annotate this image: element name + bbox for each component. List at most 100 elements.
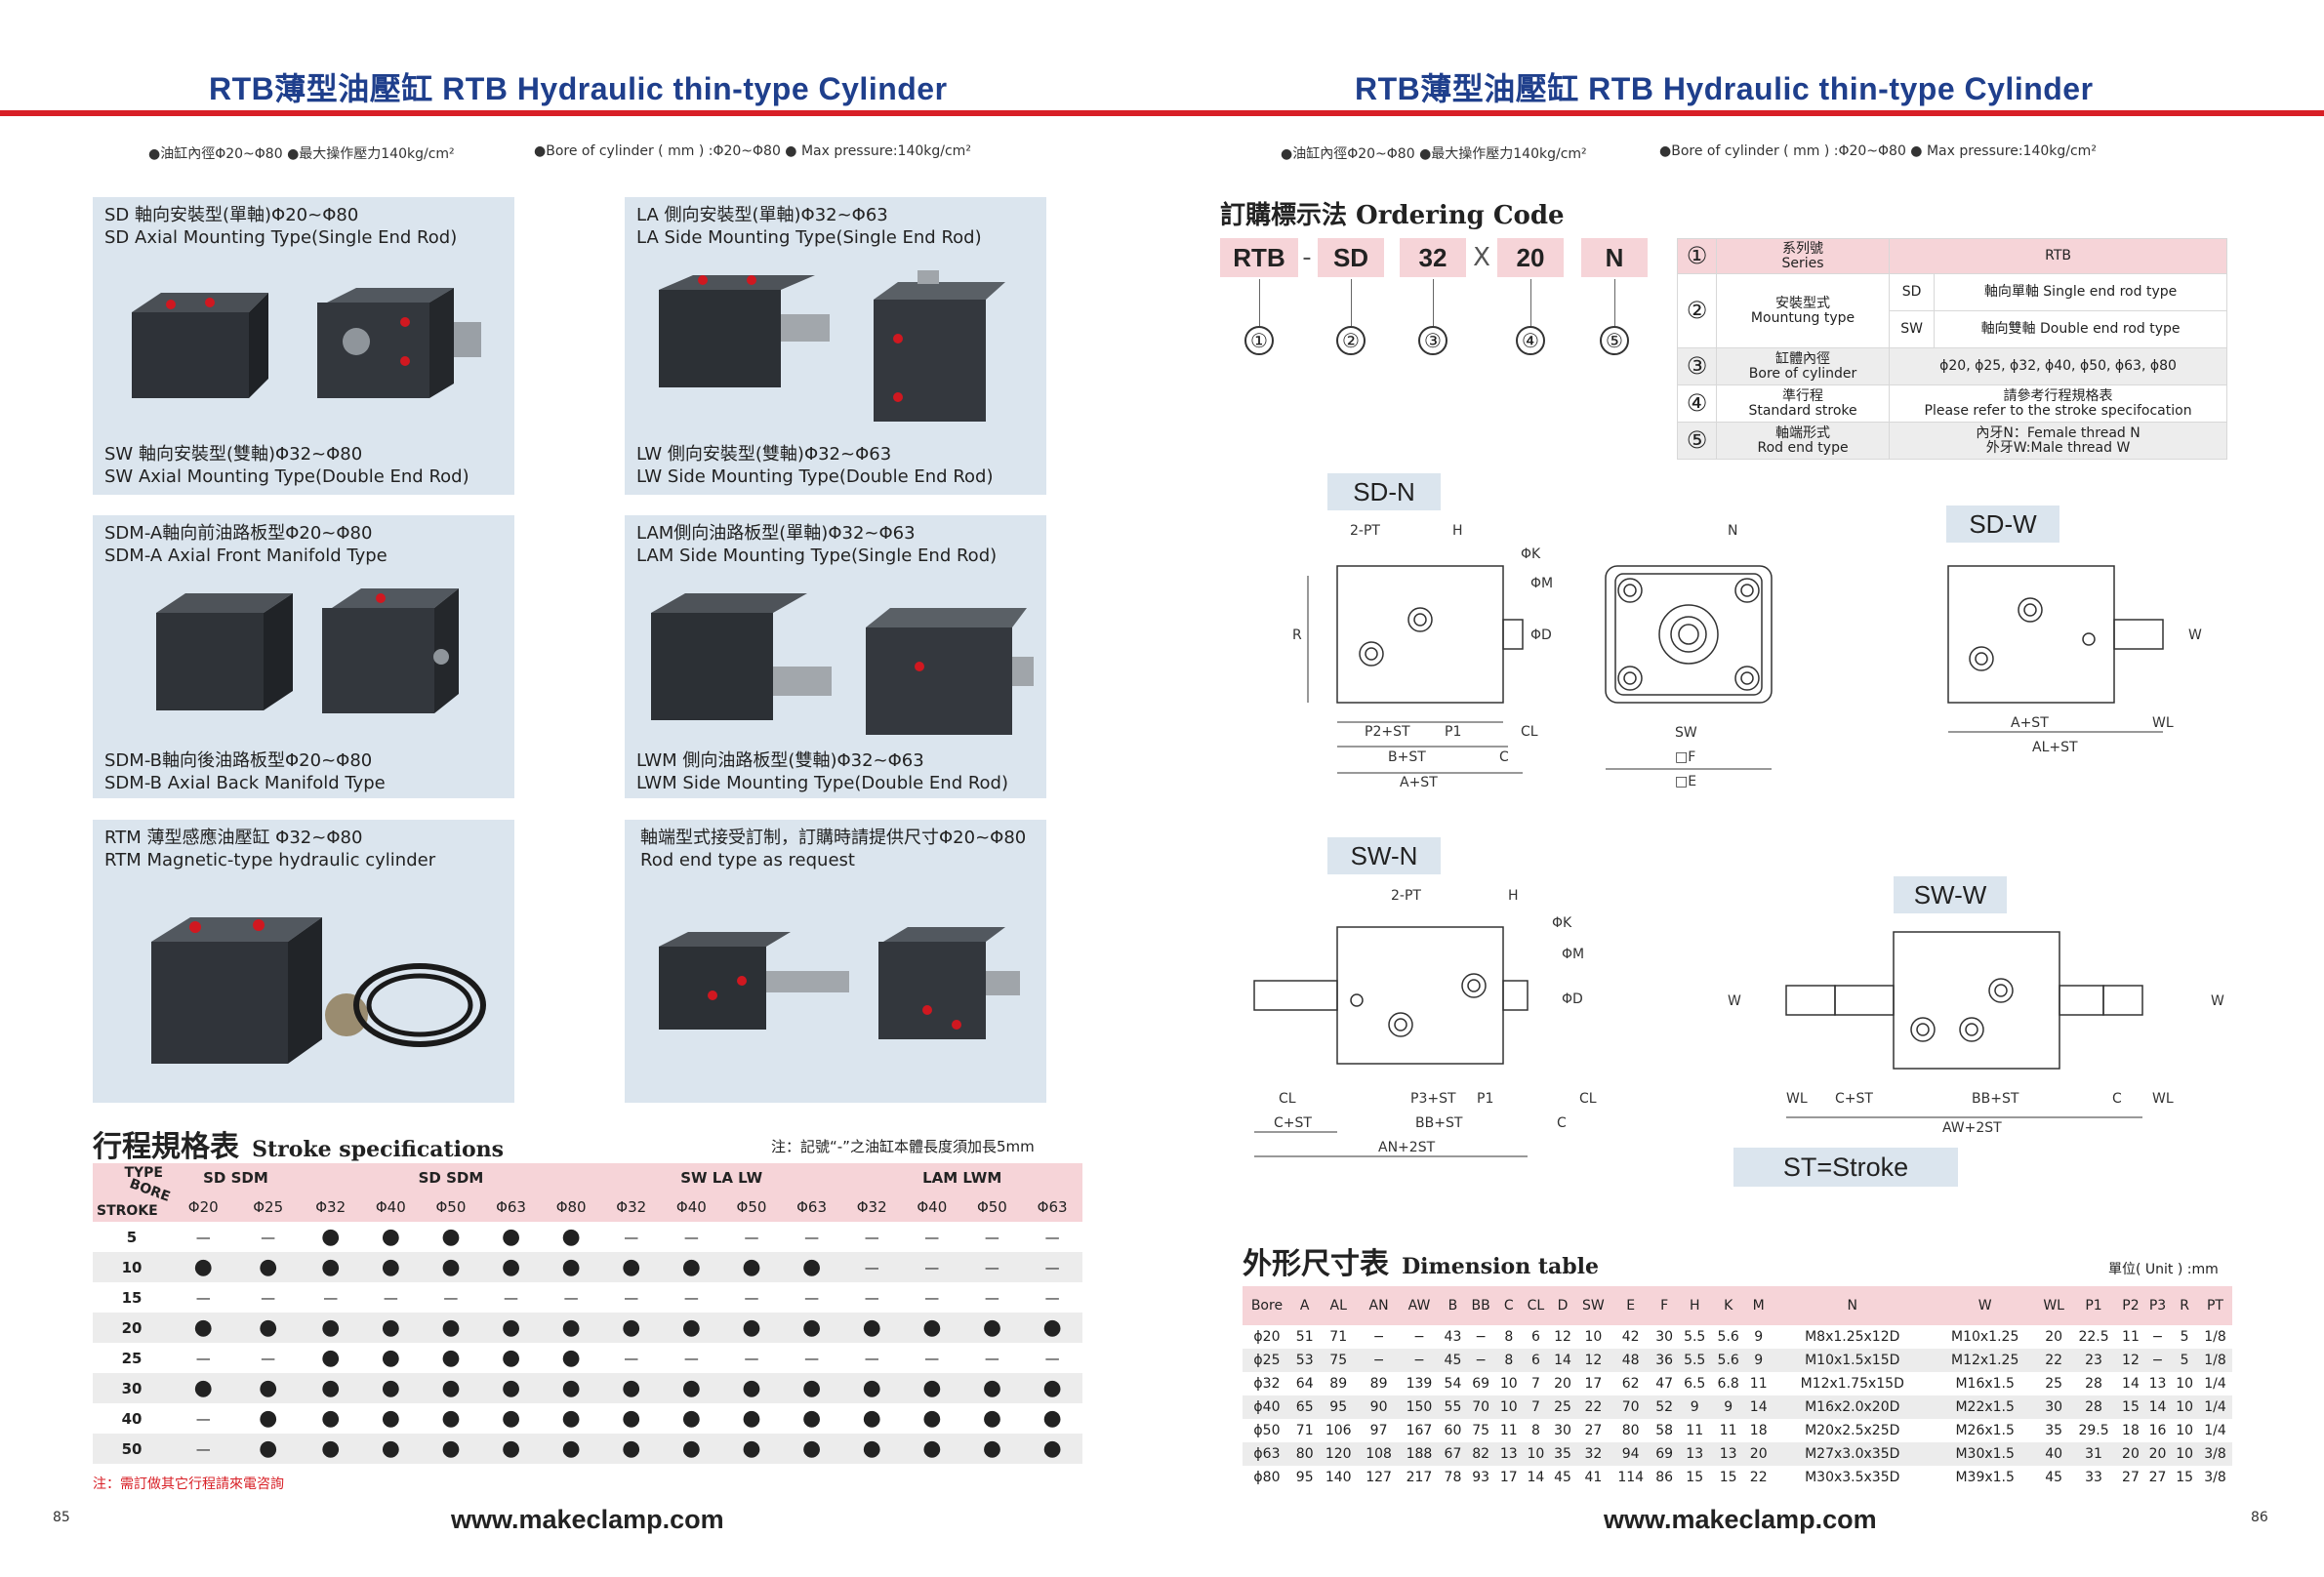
dim-cst: C+ST [1835,1091,1873,1107]
dimension-cell: M8x1.25x12D [1772,1325,1933,1349]
stroke-cell: — [721,1282,782,1313]
stroke-cell: ● [171,1373,236,1403]
dimension-cell: 45 [1549,1466,1576,1489]
table-row: 50—●●●●●●●●●●●●●● [93,1434,1082,1464]
dimension-cell: 6.5 [1677,1372,1712,1395]
stroke-cell: ● [541,1373,601,1403]
stroke-cell: ● [421,1222,481,1252]
dimension-cell: M30x3.5x35D [1772,1466,1933,1489]
bore-header: Φ40 [902,1193,962,1222]
code-bore: 32 [1400,238,1466,277]
panel-bottom-subtitle: SW Axial Mounting Type(Double End Rod) [104,466,469,487]
table-row: 40—●●●●●●●●●●●●●● [93,1403,1082,1434]
row-value: 軸向單軸 Single end rod type [1934,273,2227,311]
dimension-cell: M16x1.5 [1932,1372,2038,1395]
row-en: Bore of cylinder [1748,365,1857,382]
stroke-cell: ● [300,1252,361,1282]
dimension-cell: 27 [2143,1466,2172,1489]
code-stroke: 20 [1497,238,1564,277]
dimension-cell: 67 [1439,1442,1467,1466]
dimension-cell: 55 [1439,1395,1467,1419]
table-row: 10●●●●●●●●●●●———— [93,1252,1082,1282]
dimension-header: M [1744,1286,1773,1325]
dimension-cell: 78 [1439,1466,1467,1489]
stroke-cell: ● [480,1252,542,1282]
dimension-cell: M12x1.75x15D [1772,1372,1933,1395]
row-zh: 軸端形式 [1775,425,1831,441]
stroke-cell: — [171,1403,236,1434]
stroke-cell: — [721,1343,782,1373]
stroke-cell: — [171,1343,236,1373]
dimension-header: C [1495,1286,1523,1325]
stroke-cell: ● [1022,1373,1082,1403]
stroke-cell: ● [721,1403,782,1434]
dimension-cell: 89 [1358,1372,1400,1395]
dimension-cell: 6 [1522,1349,1550,1372]
dimension-cell: M27x3.0x35D [1772,1442,1933,1466]
dimension-cell: 17 [1495,1466,1523,1489]
stroke-cell: — [781,1343,842,1373]
panel-bottom-title: LW 側向安裝型(雙軸)Φ32~Φ63 [636,444,892,465]
dimension-cell: ϕ20 [1243,1325,1291,1349]
stroke-cell: ● [300,1222,361,1252]
dimension-cell: 82 [1466,1442,1496,1466]
stroke-title-zh: 行程規格表 [93,1130,239,1164]
panel-title: LA 側向安裝型(單軸)Φ32~Φ63 [636,205,888,225]
dim-n: N [1728,523,1737,539]
stroke-value: 15 [93,1282,171,1313]
stroke-cell: ● [841,1403,902,1434]
stroke-cell: ● [360,1313,422,1343]
panel-bottom-title: SW 軸向安裝型(雙軸)Φ32~Φ80 [104,444,363,465]
dimension-cell: 11 [2117,1325,2144,1349]
dimension-header: W [1932,1286,2038,1325]
dimension-cell: 33 [2069,1466,2118,1489]
left-page-title: RTB薄型油壓缸 RTB Hydraulic thin-type Cylinde… [209,71,948,106]
stroke-cell: ● [480,1434,542,1464]
stroke-cell: ● [480,1343,542,1373]
dimension-section-title: 外形尺寸表 Dimension table [1243,1239,1599,1282]
product-panel-sdm: SDM-A軸向前油路板型Φ20~Φ80 SDM-A Axial Front Ma… [93,515,514,798]
bore-header: Φ40 [360,1193,422,1222]
dimension-cell: 45 [1439,1349,1467,1372]
dimension-cell: M39x1.5 [1932,1466,2038,1489]
stroke-cell: — [541,1282,601,1313]
dimension-cell: 22 [1575,1395,1610,1419]
stroke-cell: ● [421,1373,481,1403]
code-num-3: ③ [1418,326,1447,355]
sd-cylinder-image [132,288,481,398]
dimension-cell: 9 [1711,1395,1745,1419]
label-sw-w: SW-W [1894,876,2007,913]
dim-p1: P1 [1445,724,1461,740]
product-panel-lam: LAM側向油路板型(單軸)Φ32~Φ63 LAM Side Mounting T… [625,515,1046,798]
dim-ast: A+ST [1400,775,1438,790]
dimension-cell: M20x2.5x25D [1772,1419,1933,1442]
table-row: 25——●●●●●———————— [93,1343,1082,1373]
stroke-cell: ● [721,1313,782,1343]
stroke-cell: ● [300,1313,361,1343]
dim-cl-right: CL [1579,1091,1597,1107]
left-footer-url[interactable]: www.makeclamp.com [451,1505,724,1534]
dimension-header: SW [1575,1286,1610,1325]
dimension-header: P1 [2069,1286,2118,1325]
dimension-cell: 10 [2171,1442,2198,1466]
stroke-cell: — [1022,1222,1082,1252]
row-num: ② [1677,273,1717,348]
stroke-cell: ● [841,1313,902,1343]
stroke-cell: — [421,1282,481,1313]
dimension-cell: 10 [2171,1395,2198,1419]
stroke-cell: — [902,1252,962,1282]
dimension-cell: 27 [1575,1419,1610,1442]
stroke-cell: ● [360,1222,422,1252]
dimension-cell: 95 [1318,1395,1359,1419]
code-sep-x: X [1473,243,1490,272]
dimension-cell: 60 [1439,1419,1467,1442]
stroke-cell: ● [781,1434,842,1464]
row-zh: 缸體內徑 [1775,350,1831,367]
dimension-cell: 75 [1318,1349,1359,1372]
right-footer-url[interactable]: www.makeclamp.com [1604,1505,1877,1534]
row-num: ④ [1677,384,1717,423]
stroke-cell: ● [661,1373,722,1403]
dimension-cell: 20 [1549,1372,1576,1395]
